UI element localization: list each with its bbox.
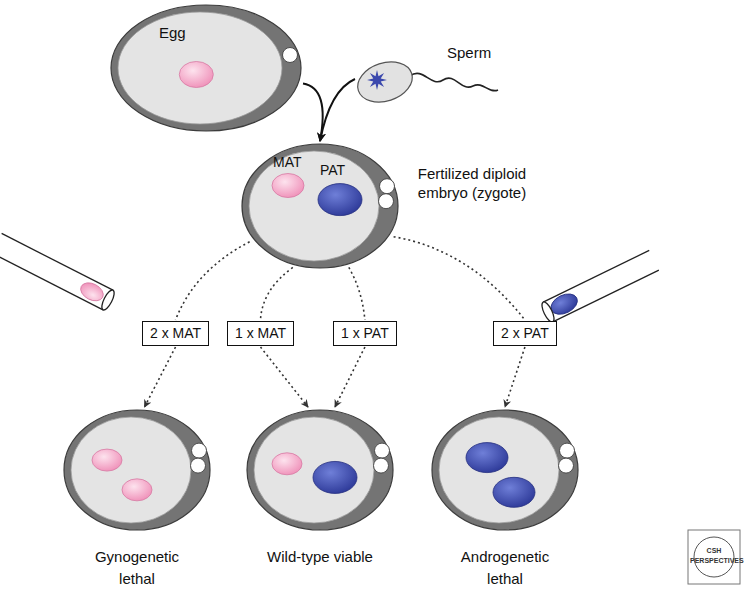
cell-outline xyxy=(109,3,303,133)
cell-label: Egg xyxy=(159,23,186,42)
micropipette xyxy=(0,233,117,311)
box-label: 2 x PAT xyxy=(501,325,549,341)
cell-outline xyxy=(245,408,395,532)
micropipette xyxy=(540,250,659,323)
box-label: 2 x MAT xyxy=(150,325,201,341)
embryo-cell: Androgenetic lethal xyxy=(430,408,580,532)
cell-outline xyxy=(62,408,212,532)
fertilization-arrow xyxy=(320,79,355,141)
dotted-arrow xyxy=(349,267,365,320)
dotted-arrow xyxy=(505,347,525,407)
injection-box: 1 x MAT xyxy=(227,321,294,346)
egg-cell: Egg xyxy=(109,3,303,133)
dotted-arrow xyxy=(261,347,309,407)
dotted-arrow xyxy=(394,237,525,320)
fertilization-arrow xyxy=(303,84,323,141)
cell-caption: Androgenetic lethal xyxy=(450,546,560,590)
cell-label: Sperm xyxy=(447,43,491,62)
logo-text: CSH PERSPECTIVES xyxy=(690,546,738,566)
logo-frame xyxy=(688,530,740,584)
embryo-cell: Gynogenetic lethal xyxy=(62,408,212,532)
cell-caption: Fertilized diploid embryo (zygote) xyxy=(412,164,532,202)
injection-box: 2 x PAT xyxy=(493,321,557,346)
cell-outline xyxy=(240,142,400,270)
box-label: 1 x MAT xyxy=(235,325,286,341)
injection-box: 2 x MAT xyxy=(142,321,209,346)
cell-caption: Wild-type viable xyxy=(265,546,375,568)
dotted-arrow xyxy=(335,347,365,407)
zygote-cell: Fertilized diploid embryo (zygote) xyxy=(240,142,400,270)
cell-outline xyxy=(430,408,580,532)
pronucleus-label: PAT xyxy=(320,162,345,178)
embryo-cell: Wild-type viable xyxy=(245,408,395,532)
pronucleus-label: MAT xyxy=(273,154,302,170)
injection-box: 1 x PAT xyxy=(333,321,397,346)
dotted-arrow xyxy=(176,242,250,320)
sperm-cell: Sperm xyxy=(355,40,500,115)
box-label: 1 x PAT xyxy=(341,325,389,341)
dotted-arrow xyxy=(261,267,293,320)
dotted-arrow xyxy=(145,347,176,407)
cell-caption: Gynogenetic lethal xyxy=(82,546,192,590)
